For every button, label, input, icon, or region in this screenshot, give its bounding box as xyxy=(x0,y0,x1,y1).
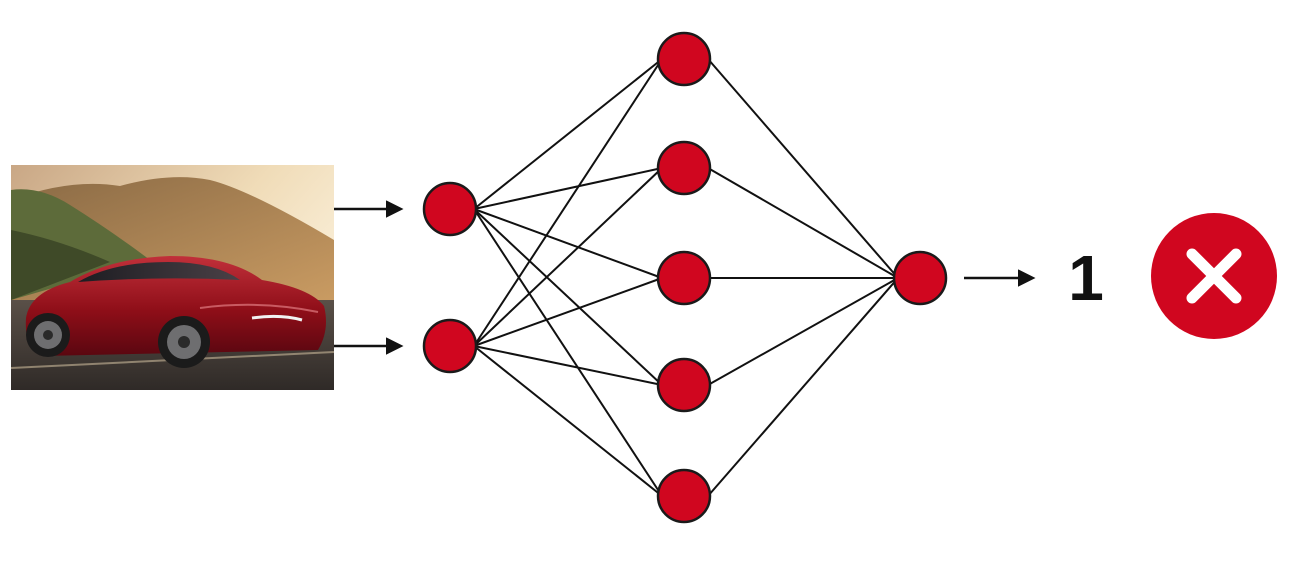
edge-hidden-4-to-output-0 xyxy=(707,277,899,497)
network-connections xyxy=(473,58,899,497)
hidden-node-4 xyxy=(656,357,712,413)
input-car-photo xyxy=(10,165,335,390)
edge-input-1-to-hidden-3 xyxy=(473,345,663,386)
edge-input-0-to-hidden-0 xyxy=(473,58,663,210)
hidden-node-1 xyxy=(656,31,712,87)
edge-input-0-to-hidden-2 xyxy=(473,208,663,279)
output-node-1 xyxy=(892,250,948,306)
hidden-node-2 xyxy=(656,140,712,196)
cross-icon xyxy=(1186,248,1242,304)
edge-input-1-to-hidden-2 xyxy=(473,277,663,347)
edge-input-0-to-hidden-1 xyxy=(473,167,663,210)
hidden-node-3 xyxy=(656,250,712,306)
hidden-node-5 xyxy=(656,468,712,524)
edge-input-1-to-hidden-0 xyxy=(473,58,663,347)
edge-input-1-to-hidden-1 xyxy=(473,167,663,347)
input-node-1 xyxy=(422,181,478,237)
output-value: 1 xyxy=(1068,242,1104,314)
edge-hidden-0-to-output-0 xyxy=(707,58,899,279)
result-badge xyxy=(1151,213,1277,339)
edge-hidden-1-to-output-0 xyxy=(707,167,899,279)
edge-input-0-to-hidden-4 xyxy=(473,208,663,497)
edge-input-0-to-hidden-3 xyxy=(473,208,663,386)
input-node-2 xyxy=(422,318,478,374)
network-nodes xyxy=(422,31,948,524)
edge-input-1-to-hidden-4 xyxy=(473,345,663,497)
edge-hidden-3-to-output-0 xyxy=(707,277,899,386)
